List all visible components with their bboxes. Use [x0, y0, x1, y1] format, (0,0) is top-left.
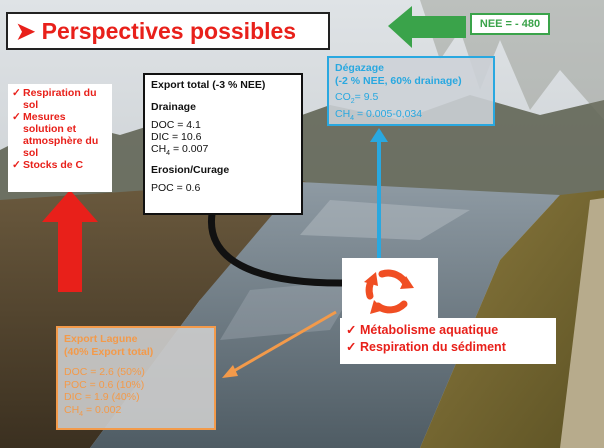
aquatic-processes-list: ✓ Métabolisme aquatique ✓ Respiration du… [340, 318, 556, 364]
export-lagune-box: Export Lagune (40% Export total) DOC = 2… [56, 326, 216, 430]
list-item: ✓ Respiration du sédiment [346, 340, 506, 354]
orange-arrowhead-icon [222, 365, 238, 378]
degazage-box: Dégazage (-2 % NEE, 60% drainage) CO2= 9… [327, 56, 495, 126]
dic-value: DIC = 10.6 [151, 131, 202, 143]
list-item: ✓ Mesures solution et atmosphère du sol [12, 111, 99, 159]
drainage-heading: Drainage [151, 101, 196, 113]
lagune-subtitle: (40% Export total) [64, 345, 154, 358]
lagune-poc-value: POC = 0.6 (10%) [64, 378, 145, 391]
list-item: ✓ Stocks de C [12, 159, 84, 171]
erosion-heading: Erosion/Curage [151, 164, 230, 177]
blue-arrowhead-icon [370, 128, 388, 142]
soil-measurements-list: ✓ Respiration du sol ✓ Mesures solution … [8, 84, 112, 192]
doc-value: DOC = 4.1 [151, 119, 201, 131]
checkmark-icon: ✓ [12, 111, 21, 123]
lagune-ch4-value: CH4 = 0.002 [64, 403, 122, 418]
ch4-value: CH4 = 0.007 [151, 143, 209, 158]
arrowhead-bullet-icon: ➤ [16, 17, 42, 44]
lagune-dic-value: DIC = 1.9 (40%) [64, 391, 140, 403]
recycle-panel [342, 258, 438, 324]
checkmark-icon: ✓ [346, 340, 357, 354]
page-title: ➤ Perspectives possibles [16, 17, 297, 44]
co2-value: CO2= 9.5 [335, 91, 379, 106]
lagune-title: Export Lagune [64, 333, 138, 345]
lagune-doc-value: DOC = 2.6 (50%) [64, 366, 145, 378]
nee-label: NEE = - 480 [470, 13, 550, 35]
orange-export-arrow [231, 310, 337, 374]
degazage-title: Dégazage [335, 62, 385, 74]
black-drainage-connector [207, 213, 347, 287]
red-up-arrow-icon [42, 190, 98, 292]
checkmark-icon: ✓ [12, 159, 21, 171]
export-total-box: Export total (-3 % NEE) Drainage DOC = 4… [143, 73, 303, 215]
green-arrow-icon [388, 6, 466, 48]
checkmark-icon: ✓ [12, 87, 21, 99]
poc-value: POC = 0.6 [151, 182, 201, 195]
title-box: ➤ Perspectives possibles [6, 12, 330, 50]
recycle-icon [364, 269, 414, 314]
list-item: ✓ Métabolisme aquatique [346, 323, 499, 337]
checkmark-icon: ✓ [346, 323, 357, 337]
degazage-subtitle: (-2 % NEE, 60% drainage) [335, 75, 462, 87]
export-title: Export total (-3 % NEE) [151, 79, 266, 91]
list-item: ✓ Respiration du sol [12, 87, 97, 111]
ch4-degazage-value: CH4 = 0.005-0,034 [335, 108, 423, 123]
